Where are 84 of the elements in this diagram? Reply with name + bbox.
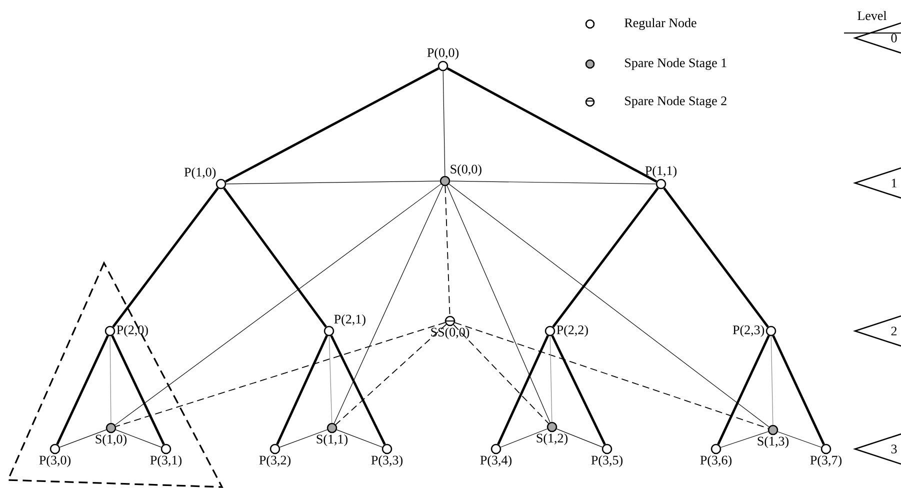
regular-node: P(2,1) xyxy=(324,314,366,336)
node-label: P(3,6) xyxy=(700,455,732,468)
connector-line xyxy=(330,335,386,445)
connector-line xyxy=(550,336,552,422)
connector-line xyxy=(328,336,332,424)
node-label: P(2,1) xyxy=(334,314,366,326)
connector-line xyxy=(276,335,328,445)
connector-line xyxy=(453,324,549,424)
node-label: S(1,1) xyxy=(316,434,348,446)
connector-line xyxy=(448,184,770,428)
connector-line xyxy=(497,335,549,445)
regular-node: P(3,3) xyxy=(371,444,402,468)
regular-node: P(3,6) xyxy=(700,444,732,468)
node-label: P(1,1) xyxy=(645,166,677,178)
legend-text: Spare Node Stage 1 xyxy=(625,58,726,70)
node-label: P(3,3) xyxy=(371,455,403,468)
connector-line xyxy=(226,180,440,184)
spare-node: S(1,0) xyxy=(96,422,126,446)
connector-line xyxy=(663,187,769,328)
column-heading: Level xyxy=(858,10,887,20)
regular-node: P(1,1) xyxy=(645,166,676,190)
connector-line xyxy=(115,322,446,427)
connector-line xyxy=(223,187,327,328)
node-label: P(3,2) xyxy=(259,455,291,468)
node-label: S(1,2) xyxy=(536,433,568,446)
regular-node: P(3,0) xyxy=(39,444,70,468)
regular-node: P(3,4) xyxy=(480,444,512,468)
connector-line xyxy=(717,335,770,445)
connector-line xyxy=(116,430,162,448)
connector-line xyxy=(280,429,328,448)
regular-node: P(3,1) xyxy=(150,444,182,468)
node-label: P(3,1) xyxy=(150,455,182,468)
connector-line xyxy=(450,180,656,184)
regular-node: P(3,5) xyxy=(591,444,622,468)
node-label: P(1,0) xyxy=(184,167,216,180)
connector-line xyxy=(556,428,603,448)
connector-line xyxy=(225,67,440,183)
regular-node: P(0,0) xyxy=(427,48,458,72)
node-label: P(2,3) xyxy=(732,325,764,337)
node-label: S(1,0) xyxy=(96,434,127,446)
node-label: P(3,7) xyxy=(810,455,842,468)
regular-node: P(3,7) xyxy=(810,444,842,468)
connector-line xyxy=(772,335,825,445)
node-label: P(0,0) xyxy=(427,48,459,60)
connector-line xyxy=(446,185,550,423)
connector-line xyxy=(334,185,444,424)
node-label: P(2,2) xyxy=(556,325,588,337)
spare-node: S(1,2) xyxy=(536,422,568,446)
connector-line xyxy=(335,324,447,425)
spare-node: SS(0,0) xyxy=(431,316,470,340)
connector-line xyxy=(336,430,382,448)
connector-line xyxy=(112,187,219,328)
node-label: S(0,0) xyxy=(450,164,482,176)
connector-line xyxy=(444,186,450,316)
connector-line xyxy=(552,187,659,328)
connector-line xyxy=(446,67,658,183)
node-label: P(3,4) xyxy=(480,455,512,468)
connector-line xyxy=(111,335,165,445)
spare-node: S(1,3) xyxy=(758,424,788,448)
connector-line xyxy=(114,184,442,426)
node-label: P(3,0) xyxy=(39,455,71,468)
connector-line xyxy=(56,335,109,445)
spare-node: S(1,1) xyxy=(316,422,348,446)
connector-line xyxy=(60,430,106,448)
regular-node: P(1,0) xyxy=(184,167,226,190)
legend-text: Spare Node Stage 2 xyxy=(625,96,726,108)
connector-line xyxy=(500,428,548,448)
legend-text: Regular Node xyxy=(624,18,696,30)
connector-line xyxy=(778,431,822,448)
node-label: S(1,3) xyxy=(758,436,789,448)
regular-node: P(2,2) xyxy=(544,325,588,337)
node-label: P(2,0) xyxy=(116,325,148,337)
connector-line xyxy=(551,335,606,445)
spare-node: S(0,0) xyxy=(440,164,482,186)
regular-node: P(2,0) xyxy=(104,325,148,337)
regular-node: P(2,3) xyxy=(732,325,776,337)
node-label: SS(0,0) xyxy=(431,327,470,340)
regular-node: P(3,2) xyxy=(259,444,290,468)
connector-line xyxy=(442,70,446,176)
connector-line xyxy=(770,336,774,426)
node-label: P(3,5) xyxy=(591,455,623,468)
connector-line xyxy=(720,431,768,448)
connector-line xyxy=(454,322,769,429)
connector-line xyxy=(110,336,112,424)
